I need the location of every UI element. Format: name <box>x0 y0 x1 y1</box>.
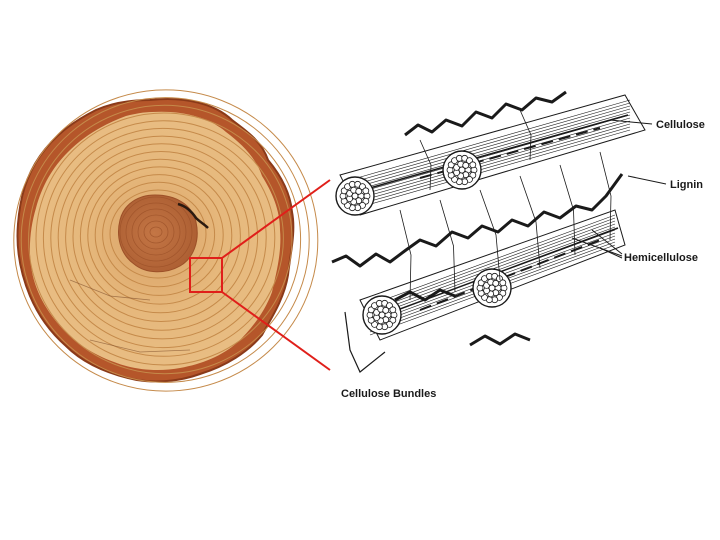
lignin-chains <box>331 90 624 347</box>
growth-ring <box>87 166 233 305</box>
cellulose-bundles-label: Cellulose Bundles <box>341 388 437 400</box>
bundle-end <box>442 150 482 190</box>
growth-ring <box>57 135 267 340</box>
growth-ring <box>72 151 250 322</box>
growth-ring <box>94 174 224 296</box>
cellulose-label: Cellulose <box>656 119 705 131</box>
cellulose-fibril-structure <box>331 90 667 373</box>
heartwood-ring <box>131 208 181 256</box>
heartwood-ring <box>137 214 175 250</box>
bundle-end <box>472 268 512 308</box>
growth-ring <box>35 112 293 366</box>
fiber-strand <box>349 126 631 208</box>
growth-ring <box>79 158 241 314</box>
hemicellulose-link <box>419 139 432 191</box>
zoom-callout <box>189 179 331 371</box>
growth-rings <box>13 89 319 392</box>
wood-crack <box>69 279 191 353</box>
fiber-strand <box>349 111 631 193</box>
lignin-label: Lignin <box>670 179 703 191</box>
fiber-strand <box>349 105 631 187</box>
heartwood-ring <box>143 220 169 244</box>
hemicellulose-link <box>599 151 612 241</box>
growth-ring <box>50 127 276 349</box>
bark-crack <box>177 202 209 229</box>
growth-ring <box>20 97 310 383</box>
hemicellulose-link <box>519 109 532 161</box>
heartwood-ring <box>149 226 163 238</box>
heartwood-ring <box>119 196 193 268</box>
fiber-strand <box>349 129 631 211</box>
callout-line-lower <box>221 291 331 371</box>
callout-box <box>189 257 223 293</box>
tree-cross-section <box>13 89 319 392</box>
fiber-strand <box>349 99 631 181</box>
hemicellulose-link <box>559 164 576 256</box>
hemicellulose-link <box>519 175 541 269</box>
upper-fiber-bundles <box>339 94 646 216</box>
growth-ring <box>102 181 216 288</box>
heartwood-ring <box>125 202 187 262</box>
growth-ring <box>13 89 319 392</box>
hemicellulose-link <box>439 199 456 293</box>
bundle-end <box>362 295 402 335</box>
hemicellulose-links <box>399 109 612 301</box>
fiber-strand <box>349 120 631 202</box>
growth-ring <box>65 143 259 331</box>
hemicellulose-label: Hemicellulose <box>624 252 698 264</box>
heartwood-rings <box>119 196 193 268</box>
fiber-strand <box>349 102 631 184</box>
growth-ring <box>42 120 284 357</box>
fiber-strand <box>349 123 631 205</box>
label-leaders <box>344 119 667 373</box>
growth-ring <box>28 104 302 375</box>
hemicellulose-link <box>479 189 501 281</box>
callout-line-upper <box>221 179 331 259</box>
bundle-end <box>335 176 375 216</box>
hemicellulose-link <box>399 209 412 301</box>
cellulose-bundle-ends <box>335 150 512 335</box>
fiber-strand <box>349 108 631 190</box>
growth-ring <box>109 189 207 279</box>
